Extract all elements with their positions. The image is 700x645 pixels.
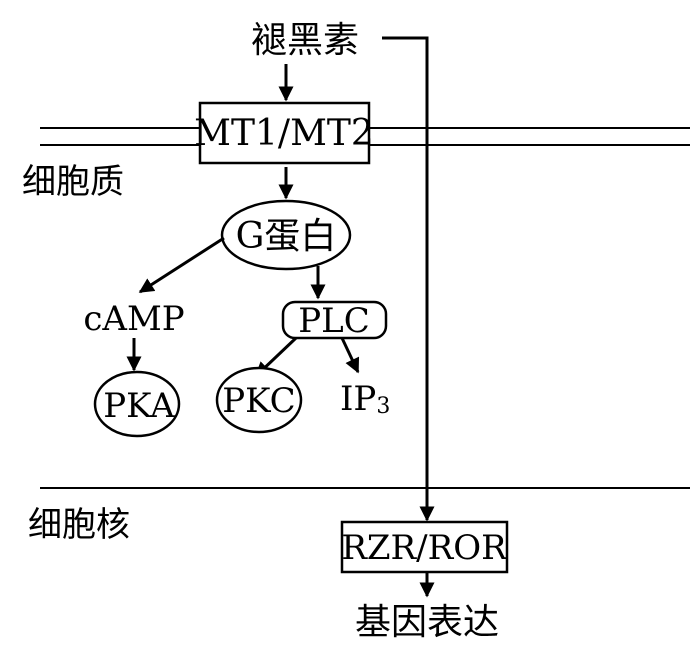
rzr-ror-box bbox=[340, 520, 509, 574]
melatonin-label: 褪黑素 bbox=[251, 20, 359, 61]
pkc-label: PKC bbox=[222, 381, 295, 421]
pka-label: PKA bbox=[103, 386, 175, 426]
plc-label: PLC bbox=[298, 301, 369, 341]
pkc-node bbox=[215, 366, 303, 434]
gene-expression-label: 基因表达 bbox=[355, 602, 499, 643]
rzr-ror-label: RZR/ROR bbox=[341, 528, 508, 568]
g-protein-label: G蛋白 bbox=[236, 216, 337, 257]
camp-label: cAMP bbox=[83, 299, 184, 339]
cytoplasm-label: 细胞质 bbox=[22, 162, 124, 202]
pka-node bbox=[93, 370, 181, 438]
g-protein-node bbox=[220, 199, 352, 271]
receptor-box bbox=[198, 101, 371, 165]
receptor-label: MT1/MT2 bbox=[194, 113, 374, 154]
direct-nuclear-path-arrow bbox=[382, 36, 435, 522]
gprotein-to-camp-arrow bbox=[138, 236, 225, 294]
nucleus-label: 细胞核 bbox=[28, 505, 130, 545]
plc-to-ip3-arrow bbox=[340, 337, 360, 374]
plc-node bbox=[281, 300, 388, 340]
ip3-label: IP3 bbox=[340, 379, 390, 419]
